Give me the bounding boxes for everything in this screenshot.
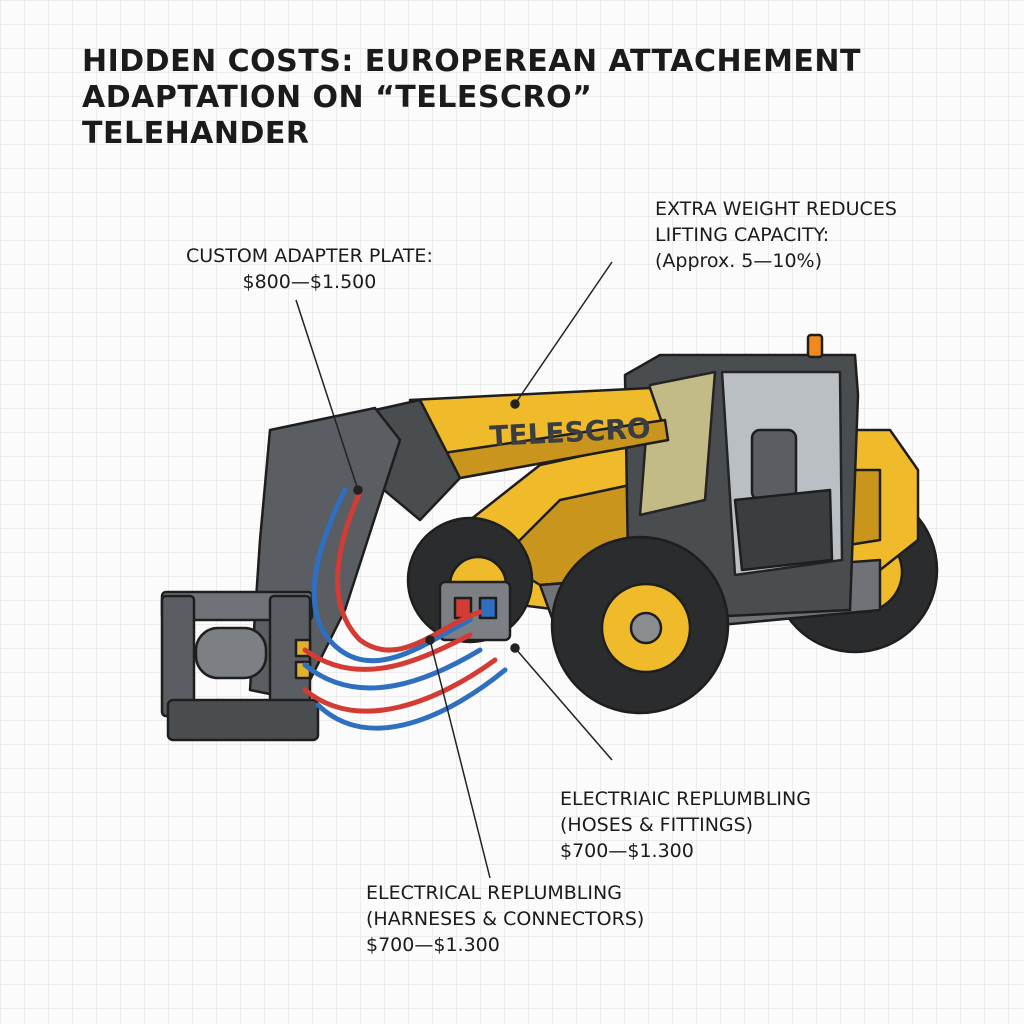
leader-lines <box>295 261 613 879</box>
extra-weight-line-2: LIFTING CAPACITY: <box>655 224 830 246</box>
callout-adapter-plate: CUSTOM ADAPTER PLATE: $800—$1.500 <box>186 243 433 295</box>
callout-electrical-replumbing: ELECTRICAL REPLUMBLING (HARNESES & CONNE… <box>366 880 644 958</box>
leader-adapter-plate <box>295 299 359 491</box>
leader-extra-weight <box>514 261 613 405</box>
leader-electrical <box>429 639 491 879</box>
extra-weight-line-1: EXTRA WEIGHT REDUCES <box>655 198 897 220</box>
hydraulic-line-2: (HOSES & FITTINGS) <box>560 814 754 836</box>
callout-extra-weight: EXTRA WEIGHT REDUCES LIFTING CAPACITY: (… <box>655 196 897 274</box>
title-line-3: TELEHANDER <box>82 116 310 151</box>
title-line-2: ADAPTATION ON “TELESCRO” <box>82 80 593 115</box>
attachment-carriage <box>160 590 320 742</box>
hydraulic-cost: $700—$1.300 <box>560 840 694 862</box>
front-wheel <box>550 535 730 715</box>
electrical-cost: $700—$1.300 <box>366 934 500 956</box>
title-line-1: HIDDEN COSTS: EUROPEREAN ATTACHEMENT <box>82 44 861 79</box>
hydraulic-line-1: ELECTRIAIC REPLUMBLING <box>560 788 811 810</box>
diagram-title: HIDDEN COSTS: EUROPEREAN ATTACHEMENT ADA… <box>82 44 861 152</box>
adapter-plate-cost: $800—$1.500 <box>242 271 377 293</box>
leader-hydraulic <box>514 647 613 761</box>
electrical-line-2: (HARNESES & CONNECTORS) <box>366 908 645 930</box>
adapter-plate-label: CUSTOM ADAPTER PLATE: <box>186 245 433 267</box>
beacon-light <box>806 333 824 359</box>
electrical-line-1: ELECTRICAL REPLUMBLING <box>366 882 622 904</box>
extra-weight-line-3: (Approx. 5—10%) <box>655 250 823 272</box>
callout-hydraulic-replumbing: ELECTRIAIC REPLUMBLING (HOSES & FITTINGS… <box>560 786 811 864</box>
